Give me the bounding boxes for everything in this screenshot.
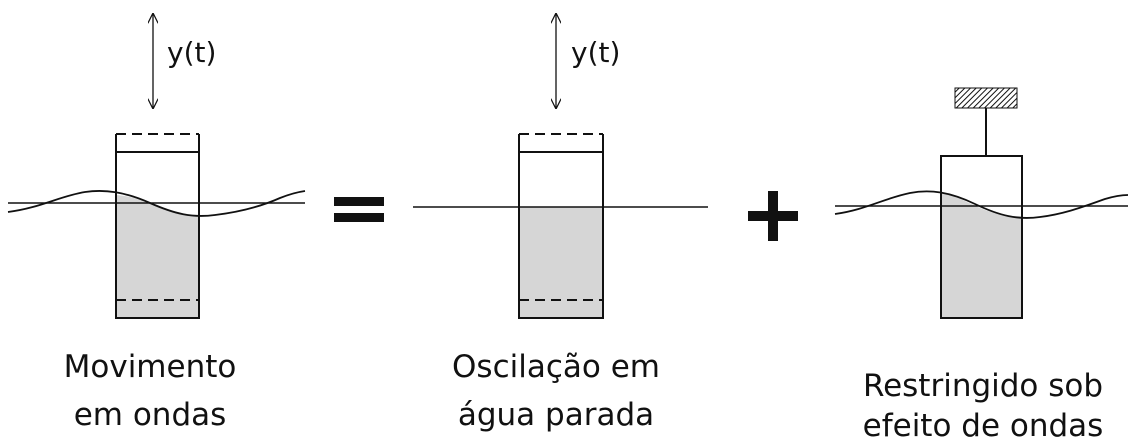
- caption-line-2: água parada: [458, 397, 654, 433]
- caption-line-1: Movimento: [64, 349, 237, 385]
- submerged-region: [116, 195, 199, 318]
- caption-line-1: Restringido sob: [863, 368, 1103, 404]
- caption-line-1: Oscilação em: [452, 349, 660, 385]
- floating-body: [518, 151, 604, 319]
- equals-operator: [334, 197, 384, 222]
- submerged-region: [519, 207, 603, 318]
- panel-moving-in-waves: y(t) Movimento em ondas: [7, 14, 306, 433]
- panel-oscillation-still-water: y(t) Oscilação em água parada: [413, 14, 708, 433]
- panel-restrained-in-waves: Restringido sob efeito de ondas: [834, 87, 1129, 443]
- caption-line-2: em ondas: [74, 397, 227, 433]
- fixed-support-icon: [954, 87, 1018, 109]
- wave-profile: [7, 190, 306, 217]
- motion-label: y(t): [571, 36, 620, 69]
- floating-body: [115, 151, 200, 319]
- submerged-region: [941, 193, 1022, 318]
- wave-profile: [834, 190, 1129, 219]
- plus-operator: [748, 191, 798, 241]
- restrained-body: [940, 155, 1023, 319]
- caption-line-2: efeito de ondas: [863, 408, 1104, 443]
- motion-label: y(t): [167, 36, 216, 69]
